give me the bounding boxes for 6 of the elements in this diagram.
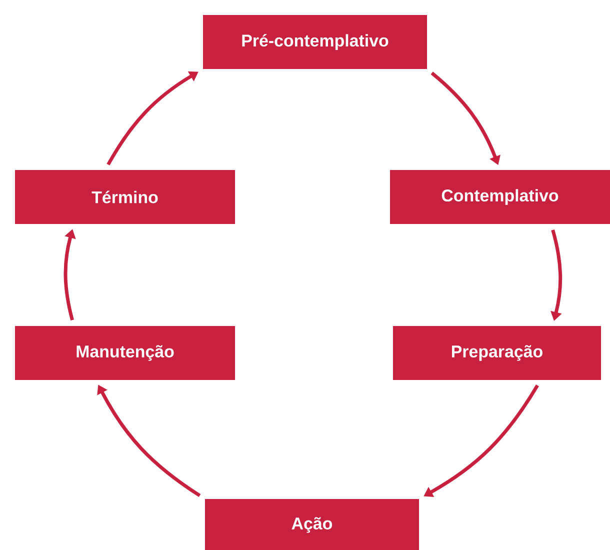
stage-box: Preparação	[393, 326, 601, 380]
stage-box: Término	[15, 170, 235, 224]
stage-box: Contemplativo	[390, 170, 610, 224]
stage-box: Manutenção	[15, 326, 235, 380]
stage-box: Ação	[205, 499, 419, 550]
stage-box: Pré-contemplativo	[203, 15, 427, 69]
